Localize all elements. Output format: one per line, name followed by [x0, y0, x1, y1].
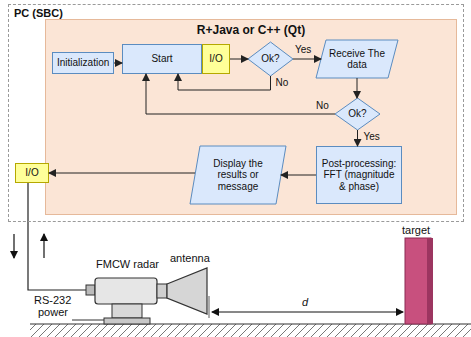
- device-label: FMCW radar: [96, 258, 159, 270]
- io-box: I/O: [202, 44, 230, 74]
- edge-label: No: [315, 100, 330, 111]
- horn-antenna: [167, 268, 207, 314]
- edge-label: No: [275, 77, 290, 88]
- software-panel: R+Java or C++ (Qt) Initialization Start I/O…: [45, 19, 457, 215]
- node-text: Initialization: [57, 57, 109, 69]
- shape-outline: [190, 146, 286, 204]
- data-parallelogram: Receive The data: [316, 40, 398, 78]
- interface-label: RS-232: [34, 294, 71, 306]
- up-arrow: [43, 234, 44, 258]
- frame-title: PC (SBC): [14, 7, 63, 19]
- process-box: Initialization: [52, 52, 114, 74]
- dimension-line: [212, 312, 403, 313]
- flow-arrow: [230, 59, 248, 60]
- node-text: Post-processing: FFT (magnitude & phase): [321, 158, 397, 193]
- target-side: [427, 238, 433, 324]
- shape-outline: [316, 40, 398, 78]
- power-lead: [72, 320, 104, 321]
- horn-neck: [157, 284, 167, 298]
- node-text: Display the results or message: [203, 158, 273, 193]
- flow-arrow: [281, 175, 316, 176]
- stand-base: [104, 318, 150, 324]
- io-box: I/O: [15, 163, 49, 183]
- panel-title: R+Java or C++ (Qt): [46, 23, 456, 37]
- flow-arrow: [146, 74, 335, 114]
- node-text: I/O: [209, 53, 222, 65]
- flow-arrow: [357, 78, 358, 98]
- flow-arrow: [357, 130, 358, 146]
- edge-label: Yes: [363, 131, 381, 142]
- part-label: antenna: [170, 252, 210, 264]
- node-text: Ok?: [261, 53, 279, 65]
- ground-hatch: [30, 324, 471, 337]
- node-text: Ok?: [348, 108, 366, 120]
- flow-arrow: [178, 74, 271, 90]
- pc-frame: PC (SBC) R+Java or C++ (Qt) Initialization…: [8, 4, 464, 222]
- dimension-extension: [209, 296, 210, 318]
- down-arrow: [13, 234, 14, 258]
- flow-arrow: [49, 173, 195, 174]
- node-text: Start: [151, 53, 172, 65]
- data-parallelogram: Display the results or message: [190, 146, 286, 204]
- radar-body: [95, 278, 157, 304]
- decision-diamond: Ok?: [248, 42, 293, 76]
- connector: [86, 285, 95, 295]
- node-text: I/O: [25, 167, 38, 179]
- radar-stand: [112, 304, 142, 318]
- flow-arrow: [293, 59, 321, 60]
- shape-outline: [335, 98, 380, 130]
- decision-diamond: Ok?: [335, 98, 380, 130]
- process-box: Start: [122, 44, 202, 74]
- part-label: target: [402, 224, 430, 236]
- part-label: power: [38, 306, 68, 318]
- edge-label: Yes: [294, 44, 312, 55]
- dimension-label: d: [302, 296, 308, 308]
- flow-arrow: [114, 63, 122, 64]
- process-box: Post-processing: FFT (magnitude & phase): [316, 146, 402, 204]
- shape-outline: [248, 42, 293, 76]
- node-text: Receive The data: [329, 48, 385, 71]
